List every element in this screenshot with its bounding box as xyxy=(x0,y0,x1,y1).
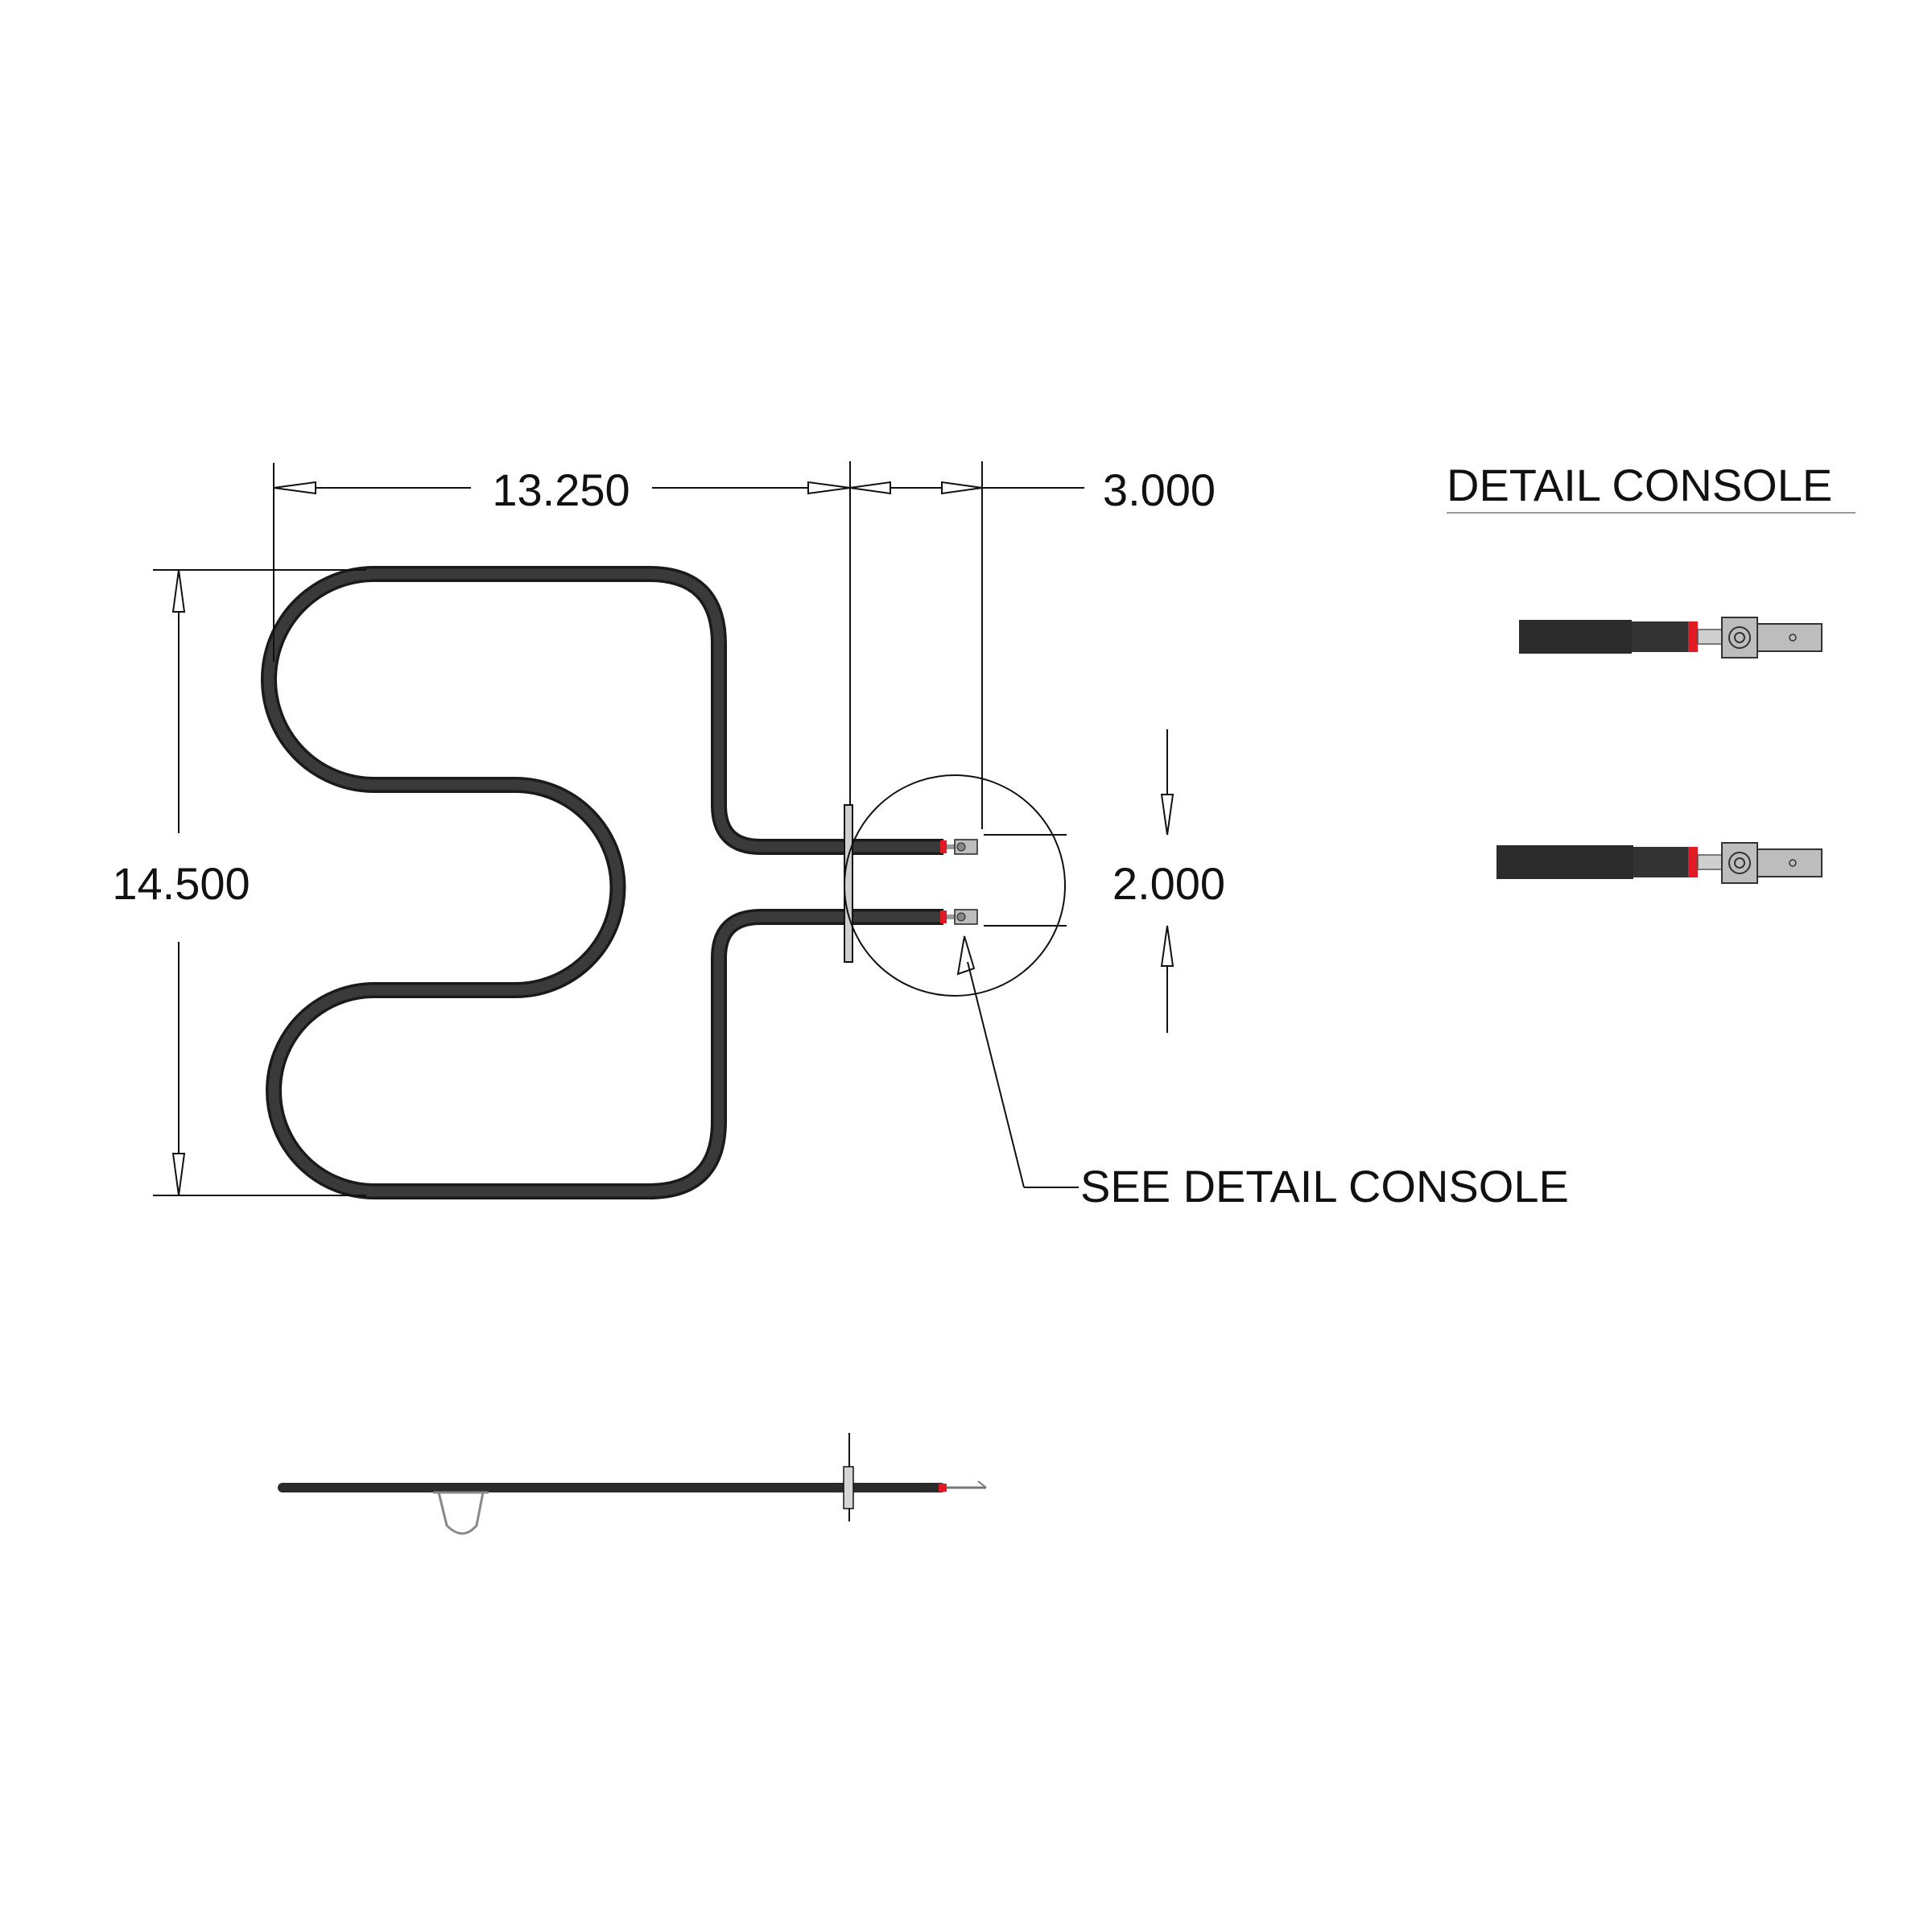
terminal-stud xyxy=(947,914,955,919)
detail-title: DETAIL CONSOLE xyxy=(1447,460,1856,514)
terminal-nut-plate xyxy=(1721,617,1758,658)
arrow-up-icon xyxy=(1160,925,1174,967)
sheath-taper xyxy=(1633,847,1688,877)
terminal-lower xyxy=(940,909,978,925)
element-sheath-highlight xyxy=(263,568,943,1197)
sheath-end xyxy=(1519,620,1632,654)
dimension-overall-height: 14.500 xyxy=(112,569,366,1196)
detail-leader: SEE DETAIL CONSOLE xyxy=(956,935,1569,1212)
terminal-hole-icon xyxy=(1789,859,1797,867)
terminal-pin xyxy=(1697,854,1723,870)
arrow-left-icon xyxy=(273,481,316,495)
terminal-nut-icon xyxy=(1728,626,1751,649)
side-sheath xyxy=(278,1483,946,1492)
dimension-text: 13.250 xyxy=(492,464,630,515)
dimension-overall-width: 13.250 xyxy=(273,461,851,805)
terminal-nut-icon xyxy=(1728,852,1751,874)
terminal-nut-icon xyxy=(956,912,966,922)
insulator-band-icon xyxy=(940,840,947,853)
callout-label: SEE DETAIL CONSOLE xyxy=(1080,1161,1569,1212)
dimension-text: 2.000 xyxy=(1113,858,1225,909)
insulator-band-icon xyxy=(1688,621,1698,652)
dimension-console-offset: 3.000 xyxy=(849,461,1216,829)
side-terminal-tip xyxy=(977,1480,987,1488)
detail-terminal-lower xyxy=(1496,842,1823,884)
leader-line xyxy=(967,961,1025,1188)
dimension-terminal-spacing: 2.000 xyxy=(984,729,1225,1033)
sheath-end xyxy=(1496,845,1633,879)
detail-title-text: DETAIL CONSOLE xyxy=(1447,460,1832,510)
insulator-band-icon xyxy=(1688,847,1698,877)
side-bracket xyxy=(843,1466,854,1509)
dimension-text: 3.000 xyxy=(1103,464,1216,515)
terminal-nut-plate xyxy=(1721,842,1758,884)
arrow-up-icon xyxy=(171,569,186,613)
terminal-pin xyxy=(1697,629,1723,645)
terminal-hole-icon xyxy=(1789,634,1797,642)
detail-callout-circle xyxy=(844,774,1066,997)
terminal-upper xyxy=(940,839,978,855)
arrow-right-icon xyxy=(807,481,851,495)
terminal-screw-icon xyxy=(1734,857,1745,869)
dimension-text: 14.500 xyxy=(112,858,250,909)
terminal-screw-icon xyxy=(1734,632,1745,643)
terminal-stud xyxy=(947,844,955,849)
leader-arrow-icon xyxy=(956,935,976,976)
side-support-clip xyxy=(437,1492,485,1535)
element-side-view xyxy=(278,1433,987,1535)
detail-terminal-upper xyxy=(1519,617,1823,658)
mounting-bracket xyxy=(844,804,853,963)
arrow-down-icon xyxy=(1160,794,1174,836)
sheath-taper xyxy=(1632,621,1688,652)
side-insulator-band-icon xyxy=(939,1484,947,1492)
terminal-tab-icon xyxy=(1757,623,1823,652)
insulator-band-icon xyxy=(940,910,947,923)
arrow-left-icon xyxy=(849,481,891,495)
arrow-down-icon xyxy=(171,1153,186,1196)
arrow-right-icon xyxy=(941,481,983,495)
terminal-nut-icon xyxy=(956,842,966,852)
